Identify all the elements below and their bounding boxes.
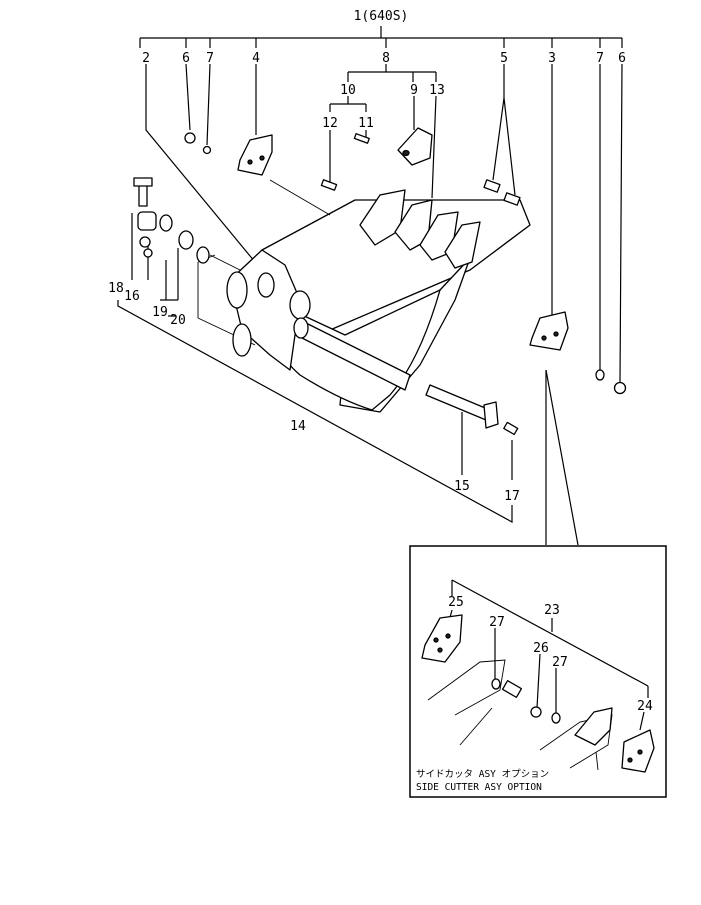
callout-19: 19 [152, 305, 168, 320]
callout-17: 17 [504, 489, 520, 504]
callout-labels: 1(640S) 2 6 7 4 8 10 9 13 12 11 5 3 7 6 … [108, 9, 653, 793]
callout-18: 18 [108, 281, 124, 296]
leader-lines [117, 26, 623, 546]
callout-20: 20 [170, 313, 186, 328]
callout-6: 6 [182, 51, 190, 66]
inset-caption-jp: サイドカッタ ASY オプション [416, 769, 549, 780]
callout-27a: 27 [489, 615, 505, 630]
callout-8: 8 [382, 51, 390, 66]
callout-6b: 6 [618, 51, 626, 66]
callout-13: 13 [429, 83, 445, 98]
callout-12: 12 [322, 116, 338, 131]
callout-25: 25 [448, 595, 464, 610]
callout-26: 26 [533, 641, 549, 656]
assembly-label: 1(640S) [354, 9, 409, 24]
callout-23: 23 [544, 603, 560, 618]
callout-2: 2 [142, 51, 150, 66]
callout-11: 11 [358, 116, 374, 131]
callout-4: 4 [252, 51, 260, 66]
bucket-body [133, 127, 627, 436]
callout-7b: 7 [596, 51, 604, 66]
callout-10: 10 [340, 83, 356, 98]
callout-24: 24 [637, 699, 653, 714]
callout-16: 16 [124, 289, 140, 304]
callout-27b: 27 [552, 655, 568, 670]
side-cutter-inset [409, 545, 667, 798]
callout-14: 14 [290, 419, 306, 434]
callout-15: 15 [454, 479, 470, 494]
callout-7: 7 [206, 51, 214, 66]
callout-9: 9 [410, 83, 418, 98]
inset-caption-en: SIDE CUTTER ASY OPTION [416, 782, 542, 793]
callout-3: 3 [548, 51, 556, 66]
callout-5: 5 [500, 51, 508, 66]
